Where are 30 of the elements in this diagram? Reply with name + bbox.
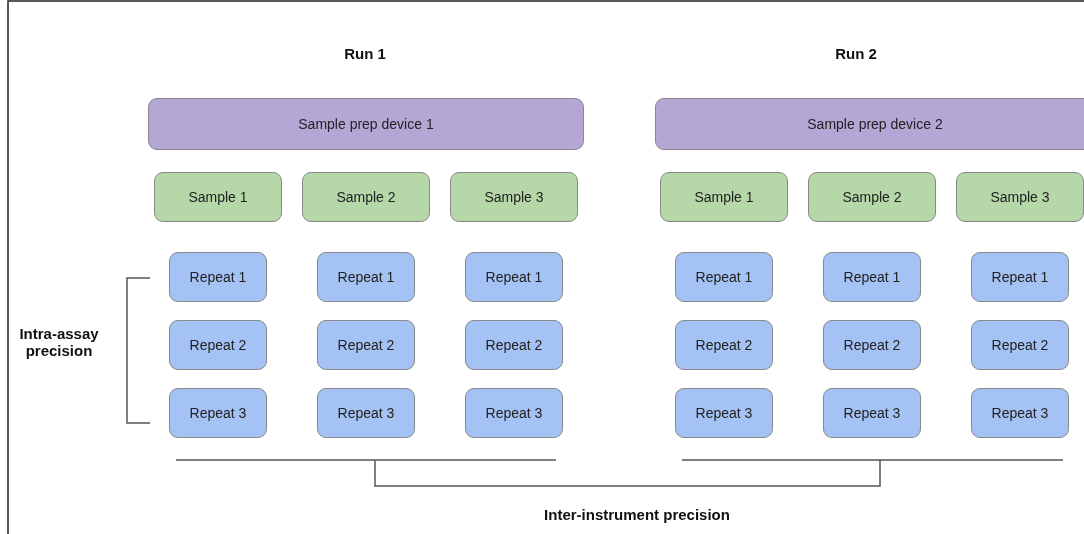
repeat-box: Repeat 1 bbox=[465, 252, 563, 302]
sample-box: Sample 3 bbox=[956, 172, 1084, 222]
repeat-box: Repeat 3 bbox=[675, 388, 773, 438]
repeat-box: Repeat 2 bbox=[169, 320, 267, 370]
sample-box: Sample 2 bbox=[302, 172, 430, 222]
repeat-box: Repeat 3 bbox=[465, 388, 563, 438]
sample-box: Sample 2 bbox=[808, 172, 936, 222]
repeat-box: Repeat 1 bbox=[823, 252, 921, 302]
repeat-box: Repeat 3 bbox=[971, 388, 1069, 438]
repeat-box: Repeat 1 bbox=[675, 252, 773, 302]
repeat-box: Repeat 2 bbox=[823, 320, 921, 370]
device-box: Sample prep device 2 bbox=[655, 98, 1084, 150]
sample-box: Sample 1 bbox=[154, 172, 282, 222]
run-heading: Run 1 bbox=[343, 45, 387, 62]
repeat-box: Repeat 1 bbox=[971, 252, 1069, 302]
sample-box: Sample 3 bbox=[450, 172, 578, 222]
device-box: Sample prep device 1 bbox=[148, 98, 584, 150]
repeat-box: Repeat 3 bbox=[823, 388, 921, 438]
repeat-box: Repeat 2 bbox=[971, 320, 1069, 370]
sample-box: Sample 1 bbox=[660, 172, 788, 222]
repeat-box: Repeat 2 bbox=[465, 320, 563, 370]
repeat-box: Repeat 2 bbox=[317, 320, 415, 370]
run-heading: Run 2 bbox=[834, 45, 878, 62]
repeat-box: Repeat 1 bbox=[317, 252, 415, 302]
repeat-box: Repeat 2 bbox=[675, 320, 773, 370]
repeat-box: Repeat 3 bbox=[317, 388, 415, 438]
repeat-box: Repeat 1 bbox=[169, 252, 267, 302]
precision-label: Inter-instrument precision bbox=[543, 506, 731, 523]
precision-label: Intra-assay precision bbox=[18, 325, 100, 359]
repeat-box: Repeat 3 bbox=[169, 388, 267, 438]
